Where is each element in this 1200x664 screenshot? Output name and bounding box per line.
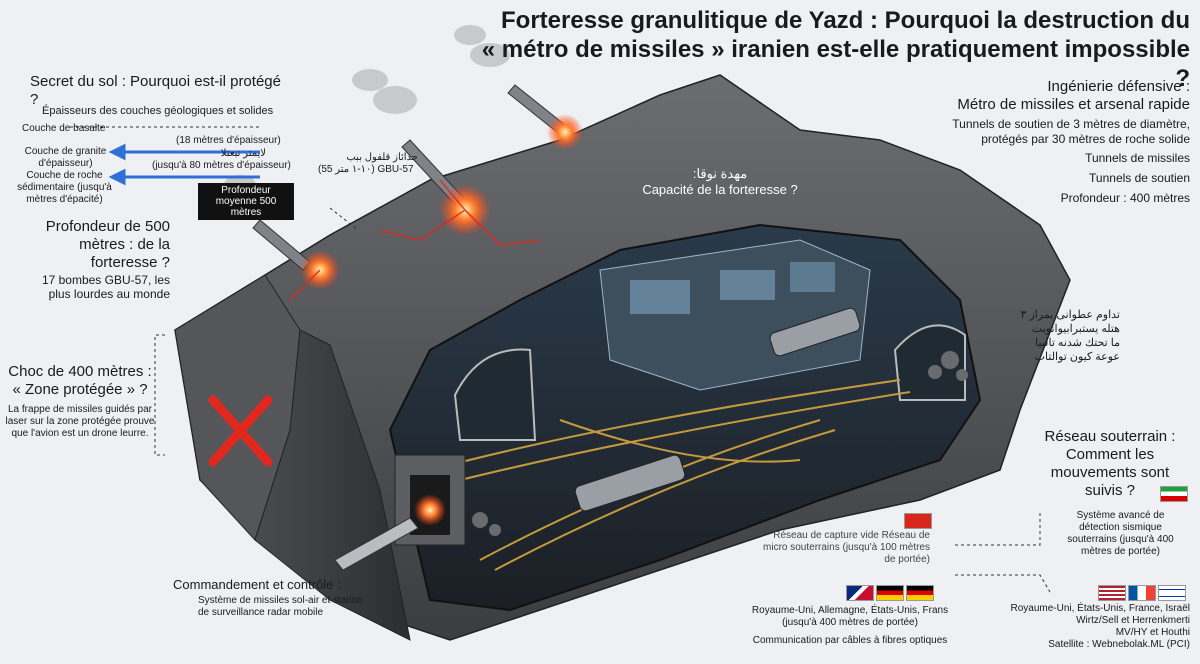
engineering-line-4: Tunnels de soutien [1089, 171, 1190, 185]
arabic-annotation-heading: تداوم عطوانى بمراز ٣ [1020, 309, 1120, 321]
rock-label: Couche de roche sédimentaire (jusqu'à mè… [17, 170, 112, 205]
capacity-arabic: مهدة نوقا: [692, 166, 748, 181]
impact-2 [547, 114, 583, 150]
germany-flag-icon [876, 585, 904, 601]
train-front [574, 454, 686, 512]
allies-right-sub: Wirtz/Sell et Herrenkmerti [1076, 615, 1190, 626]
arabic-annotation-line: عوعة كيون توالتاب [1034, 351, 1120, 363]
bomb-label: حدائاز قلفول ببب (55 ١٠-١ متر) GBU-57 [318, 152, 418, 176]
arabic-annotation: تداوم عطوانى بمراز ٣ هتله يستبرابيوانوبت… [1010, 308, 1120, 364]
depth-heading: Profondeur de 500 mètres : de la fortere… [45, 218, 170, 271]
allies-left-sub: (jusqu'à 400 mètres de portée) [782, 617, 918, 628]
rock-front-face [254, 329, 411, 641]
china-flag-icon [904, 513, 932, 529]
capacity-label: مهدة نوقا: Capacité de la forteresse ? [620, 166, 820, 198]
france-flag-icon [1128, 585, 1156, 601]
basalt-thickness: (18 mètres d'épaisseur) [176, 135, 281, 146]
shock-heading: Choc de 400 mètres : « Zone protégée » ? [8, 363, 152, 398]
satellite-text: Satellite : Webnebolak.ML (PCI) [1048, 639, 1190, 650]
layers-caption: Épaisseurs des couches géologiques et so… [42, 105, 274, 117]
command-heading: Commandement et contrôle : [173, 577, 341, 592]
granite-thickness: (jusqu'à 80 mètres d'épaisseur) [152, 160, 291, 171]
depth-subtext: 17 bombes GBU-57, les plus lourdes au mo… [41, 273, 170, 301]
uk-flag-icon [846, 585, 874, 601]
engineering-line-2: protégés par 30 mètres de roche solide [981, 132, 1190, 146]
title-line-1: Forteresse granulitique de Yazd : Pourqu… [501, 7, 1190, 34]
tunnel-arch-right [893, 324, 966, 401]
red-x-mark [208, 395, 273, 467]
allies-left-comm: Communication par câbles à fibres optiqu… [752, 635, 948, 646]
arabic-annotation-line: هتله يستبرابيوانوبت [1031, 323, 1120, 335]
title-line-2: « métro de missiles » iranien est-elle p… [481, 36, 1190, 92]
israel-flag-icon [1158, 585, 1186, 601]
engineering-line-3: Tunnels de missiles [1085, 151, 1190, 165]
shock-subtext: La frappe de missiles guidés par laser s… [5, 404, 155, 439]
allies-right-sub2: MV/HY et Houthi [1115, 627, 1190, 638]
page-title: Forteresse granulitique de Yazd : Pourqu… [470, 6, 1190, 93]
train-back [769, 307, 861, 357]
arabic-annotation-line: ما تحتك شدنه تالبيا [1035, 337, 1120, 349]
engineering-block: Ingénierie défensive : Métro de missiles… [880, 78, 1190, 206]
allies-right-block: Royaume-Uni, États-Unis, France, Israël … [975, 603, 1190, 651]
granite-arabic: لايمتر نبعتلا [220, 148, 266, 159]
allies-left-text: Royaume-Uni, Allemagne, États-Unis, Fran… [751, 605, 949, 616]
allies-right-text: Royaume-Uni, États-Unis, France, Israël [1010, 603, 1190, 614]
tunnel-arch-left [453, 348, 537, 441]
engineering-line-1: Tunnels de soutien de 3 mètres de diamèt… [952, 117, 1190, 131]
iran-flag-icon [1160, 486, 1188, 502]
granite-label: Couche de granite d'épaisseur) [24, 146, 107, 169]
capture-network-text: Réseau de capture vide Réseau de micro s… [763, 530, 930, 565]
bomb-label-arabic: حدائاز قلفول ببب [346, 152, 418, 163]
basalt-label: Couche de basalte [22, 123, 106, 134]
layer-arrows [108, 143, 260, 186]
network-heading: Réseau souterrain : Comment les mouvemen… [1044, 428, 1176, 499]
bomb-label-latin: (55 ١٠-١ متر) GBU-57 [318, 164, 414, 175]
allies-left-block: Royaume-Uni, Allemagne, États-Unis, Fran… [745, 605, 955, 647]
depth-tag: Profondeur moyenne 500 mètres [198, 183, 294, 220]
soil-heading: Secret du sol : Pourquoi est-il protégé … [30, 73, 281, 108]
command-block: Commandement et contrôle : Système de mi… [173, 577, 373, 619]
engineering-heading-2: Métro de missiles et arsenal rapide [957, 96, 1190, 113]
usa-flag-icon [1098, 585, 1126, 601]
iran-system-text: Système avancé de détection sismique sou… [1067, 510, 1174, 557]
capacity-text: Capacité de la forteresse ? [642, 182, 798, 197]
germany-flag-icon-2 [906, 585, 934, 601]
ground-missile [334, 517, 419, 571]
command-subtext: Système de missiles sol-air et station d… [198, 595, 363, 618]
engineering-line-5: Profondeur : 400 mètres [1060, 191, 1190, 205]
engineering-heading-1: Ingénierie défensive : [1047, 78, 1190, 95]
